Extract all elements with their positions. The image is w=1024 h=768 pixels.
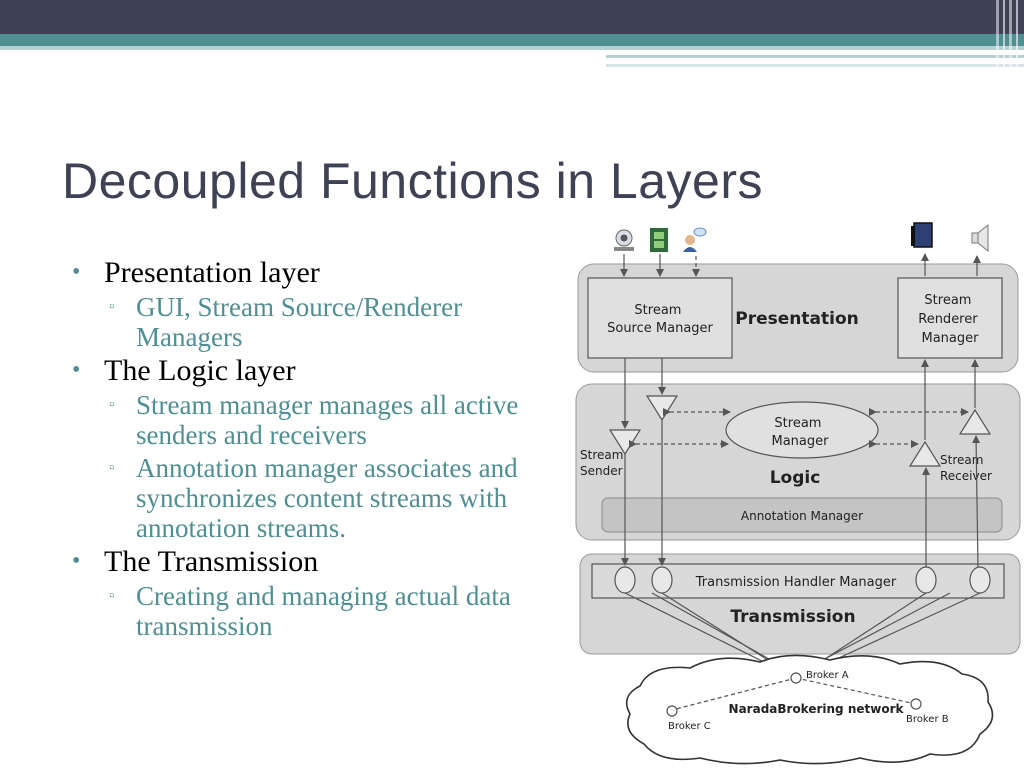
network-cloud <box>625 654 994 765</box>
header-bar <box>0 0 1024 34</box>
bullet-item: • Presentation layer <box>72 256 572 289</box>
receiver-triangle <box>958 408 992 435</box>
network-label: NaradaBrokering network <box>729 702 905 716</box>
broker-links <box>671 677 917 711</box>
sub-bullet-text: Annotation manager associates and synchr… <box>136 453 518 543</box>
transmission-label: Transmission <box>730 607 855 627</box>
camera-icon <box>614 229 634 251</box>
architecture-diagram: Stream Source Manager Presentation Strea… <box>575 222 1021 765</box>
header-accent-stripe <box>0 34 1024 46</box>
square-bullet-icon: ▫ <box>109 460 115 476</box>
stream-receiver-label: Stream Receiver <box>940 453 992 483</box>
header-decor-stripes <box>996 0 1018 68</box>
slide-title: Decoupled Functions in Layers <box>62 153 763 209</box>
bullet-item: • The Transmission <box>72 545 572 578</box>
sub-bullet-item: ▫ GUI, Stream Source/Renderer Managers <box>72 292 572 352</box>
sub-bullet-text: Creating and managing actual data transm… <box>136 581 511 641</box>
stream-renderer-manager-label: Stream Renderer Manager <box>918 293 981 346</box>
stream-renderer-manager <box>897 277 1003 359</box>
square-bullet-icon: ▫ <box>109 299 115 315</box>
annotation-manager-label: Annotation Manager <box>741 509 863 523</box>
bullet-dot-icon: • <box>72 548 81 574</box>
sub-bullet-text: GUI, Stream Source/Renderer Managers <box>136 292 463 352</box>
sub-bullet-item: ▫ Creating and managing actual data trans… <box>72 581 572 641</box>
stream-source-manager-label: Stream Source Manager <box>607 303 713 336</box>
presentation-label: Presentation <box>735 309 858 329</box>
bullet-dot-icon: • <box>72 259 81 285</box>
header-accent-line <box>0 46 1024 50</box>
broker-a-label: Broker A <box>806 670 849 681</box>
broker-nodes <box>666 672 922 717</box>
speaker-icon <box>971 223 989 253</box>
broker-c-label: Broker C <box>668 721 711 732</box>
logic-label: Logic <box>770 468 821 488</box>
bullet-item: • The Logic layer <box>72 354 572 387</box>
sub-bullet-item: ▫ Stream manager manages all active sende… <box>72 390 572 450</box>
sub-bullet-text: Stream manager manages all active sender… <box>136 390 519 450</box>
annotation-manager <box>601 497 1003 533</box>
film-icon <box>650 228 668 252</box>
control-links <box>629 408 969 448</box>
broker-b-label: Broker B <box>906 714 949 725</box>
stream-sender-label: Stream Sender <box>580 448 627 478</box>
sub-bullet-item: ▫ Annotation manager associates and synch… <box>72 453 572 543</box>
bullet-text: Presentation layer <box>104 256 320 289</box>
stream-source-manager <box>587 277 733 359</box>
square-bullet-icon: ▫ <box>109 397 115 413</box>
transmission-handler-manager-label: Transmission Handler Manager <box>695 575 897 590</box>
square-bullet-icon: ▫ <box>109 588 115 604</box>
stream-manager-label: Stream Manager <box>772 416 830 449</box>
bullet-dot-icon: • <box>72 357 81 383</box>
receiver-triangle <box>908 440 942 467</box>
header-decor-line <box>606 55 1024 58</box>
user-chat-icon <box>683 227 707 252</box>
bullet-text: The Transmission <box>104 545 319 578</box>
bullet-list: • Presentation layer ▫ GUI, Stream Source/… <box>72 254 572 641</box>
header-decor-line <box>606 64 1024 67</box>
monitor-icon <box>911 222 933 248</box>
bullet-text: The Logic layer <box>104 354 296 387</box>
stream-manager <box>725 401 879 459</box>
